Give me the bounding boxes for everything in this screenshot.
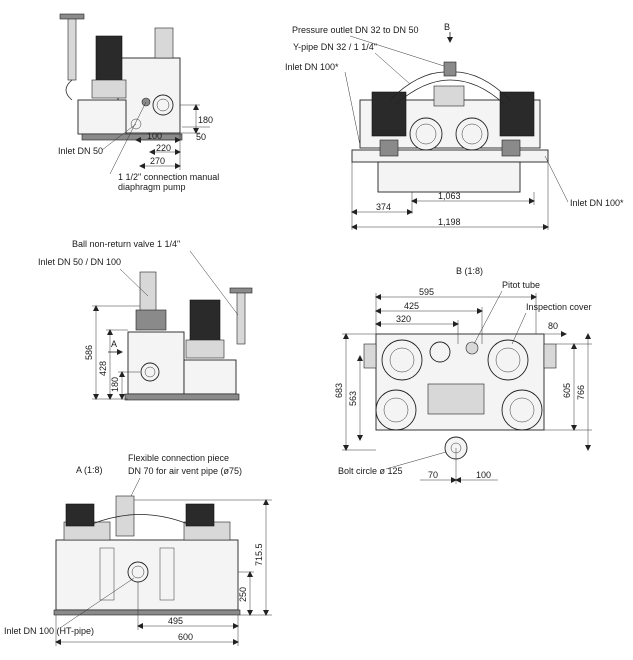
motor-right (499, 91, 535, 137)
vent-stub (154, 27, 174, 59)
dim-mr-605: 605 (562, 383, 572, 398)
side-view-middle-left: A 586 428 180 Ball non-return valve 1 1/… (38, 239, 253, 401)
motor-left (371, 91, 407, 137)
pipe-flange (59, 13, 85, 20)
vent-pipe-a (115, 495, 135, 537)
dim-tl-220: 220 (156, 143, 171, 153)
label-inlet-ht-pipe: Inlet DN 100 (HT-pipe) (4, 626, 94, 636)
cover-b-top-right (487, 339, 529, 381)
base-plate-a (53, 609, 241, 616)
dim-mr-425: 425 (404, 301, 419, 311)
dim-mr-100: 100 (476, 470, 491, 480)
side-stub-right (543, 343, 557, 369)
dim-bl-495: 495 (168, 616, 183, 626)
side-stub-left (363, 343, 377, 369)
y-pipe-a (91, 514, 189, 525)
motor-a-left (65, 503, 95, 527)
inlet-circle-2 (140, 362, 160, 382)
channel-a-left (99, 547, 115, 601)
pipe-flange-2 (229, 287, 253, 294)
motor-b-left (375, 389, 417, 431)
dim-mr-320: 320 (396, 314, 411, 324)
label-pitot-tube: Pitot tube (502, 280, 540, 290)
motor-a-right (185, 503, 215, 527)
label-bolt-circle: Bolt circle ø 125 (338, 466, 403, 476)
dim-mr-595: 595 (419, 287, 434, 297)
tank-body (117, 57, 181, 134)
dim-ml-180: 180 (110, 377, 120, 392)
dim-tl-180: 180 (198, 115, 213, 125)
tank-side-2 (183, 359, 237, 395)
dim-tl-270: 270 (150, 156, 165, 166)
cover-right (455, 117, 489, 151)
motor-2 (189, 299, 221, 345)
pipe-bend (65, 79, 73, 101)
top-view-b: B (1:8) 595 425 320 80 683 (334, 266, 592, 484)
view-b-title: B (1:8) (456, 266, 483, 276)
cover-left (409, 117, 443, 151)
base-plate-2 (124, 393, 240, 401)
foot-right (501, 139, 521, 157)
side-view-a: A (1:8) Flexible connection piece DN 70 … (4, 453, 272, 646)
dim-tr-374: 374 (376, 202, 391, 212)
outlet-center (433, 85, 465, 107)
tank-body-2 (127, 331, 185, 395)
motor-base-2 (185, 339, 225, 359)
manual-pump-connection (130, 118, 142, 130)
front-view-top-right: B Pressure outlet DN 32 to DN 50 Y-pipe … (285, 22, 624, 230)
center-port-b (429, 341, 451, 363)
motor-base (91, 79, 127, 99)
cover-b-top-left (381, 339, 423, 381)
pitot-tube-b (465, 341, 479, 355)
dim-bl-250: 250 (238, 587, 248, 602)
view-a-title: A (1:8) (76, 465, 103, 475)
dim-mr-766: 766 (576, 385, 586, 400)
label-pressure-outlet: Pressure outlet DN 32 to DN 50 (292, 25, 419, 35)
pressure-outlet (443, 61, 457, 77)
pressure-pipe (67, 17, 77, 81)
foot-left (379, 139, 399, 157)
base-plate (81, 133, 183, 141)
label-connection-manual-2: diaphragm pump (118, 182, 186, 192)
label-flexible-2: DN 70 for air vent pipe (ø75) (128, 466, 242, 476)
inlet-pipe-2 (139, 271, 157, 317)
label-y-pipe: Y-pipe DN 32 / 1 1/4" (293, 42, 377, 52)
channel-a-right (159, 547, 175, 601)
pressure-pipe-2 (236, 291, 246, 345)
inlet-circle (152, 94, 174, 116)
tank-lower (377, 161, 521, 193)
dim-tr-1198: 1,198 (438, 217, 461, 227)
label-inlet-dn100-left: Inlet DN 100* (285, 62, 339, 72)
label-connection-manual-1: 1 1/2" connection manual (118, 172, 219, 182)
valve-body-2 (135, 309, 167, 331)
motor-b-right (501, 389, 543, 431)
dim-bl-600: 600 (178, 632, 193, 642)
side-view-top-left: 180 50 100 220 270 Inlet DN 50 1 1/2" co… (58, 13, 219, 192)
dim-tl-50: 50 (196, 132, 206, 142)
view-b-marker: B (444, 22, 450, 32)
label-inlet-dn100-right: Inlet DN 100* (570, 198, 624, 208)
dim-ml-428: 428 (98, 361, 108, 376)
dim-mr-563: 563 (348, 391, 358, 406)
label-inspection-cover: Inspection cover (526, 302, 592, 312)
center-block-b (427, 383, 485, 415)
dim-mr-683: 683 (334, 383, 344, 398)
label-flexible-1: Flexible connection piece (128, 453, 229, 463)
label-inlet-dn50: Inlet DN 50 (58, 146, 103, 156)
dim-mr-70: 70 (428, 470, 438, 480)
label-ball-valve: Ball non-return valve 1 1/4" (72, 239, 180, 249)
dim-bl-715: 715.5 (254, 543, 264, 566)
dim-tl-100: 100 (147, 131, 162, 141)
dim-tr-1063: 1,063 (438, 191, 461, 201)
tank-lower-section (77, 99, 127, 135)
view-a-marker: A (111, 339, 117, 349)
inlet-ht-circle (127, 561, 149, 583)
dim-mr-80: 80 (548, 321, 558, 331)
label-inlet-dn50-dn100: Inlet DN 50 / DN 100 (38, 257, 121, 267)
dim-ml-586: 586 (84, 345, 94, 360)
motor-unit (95, 35, 123, 87)
